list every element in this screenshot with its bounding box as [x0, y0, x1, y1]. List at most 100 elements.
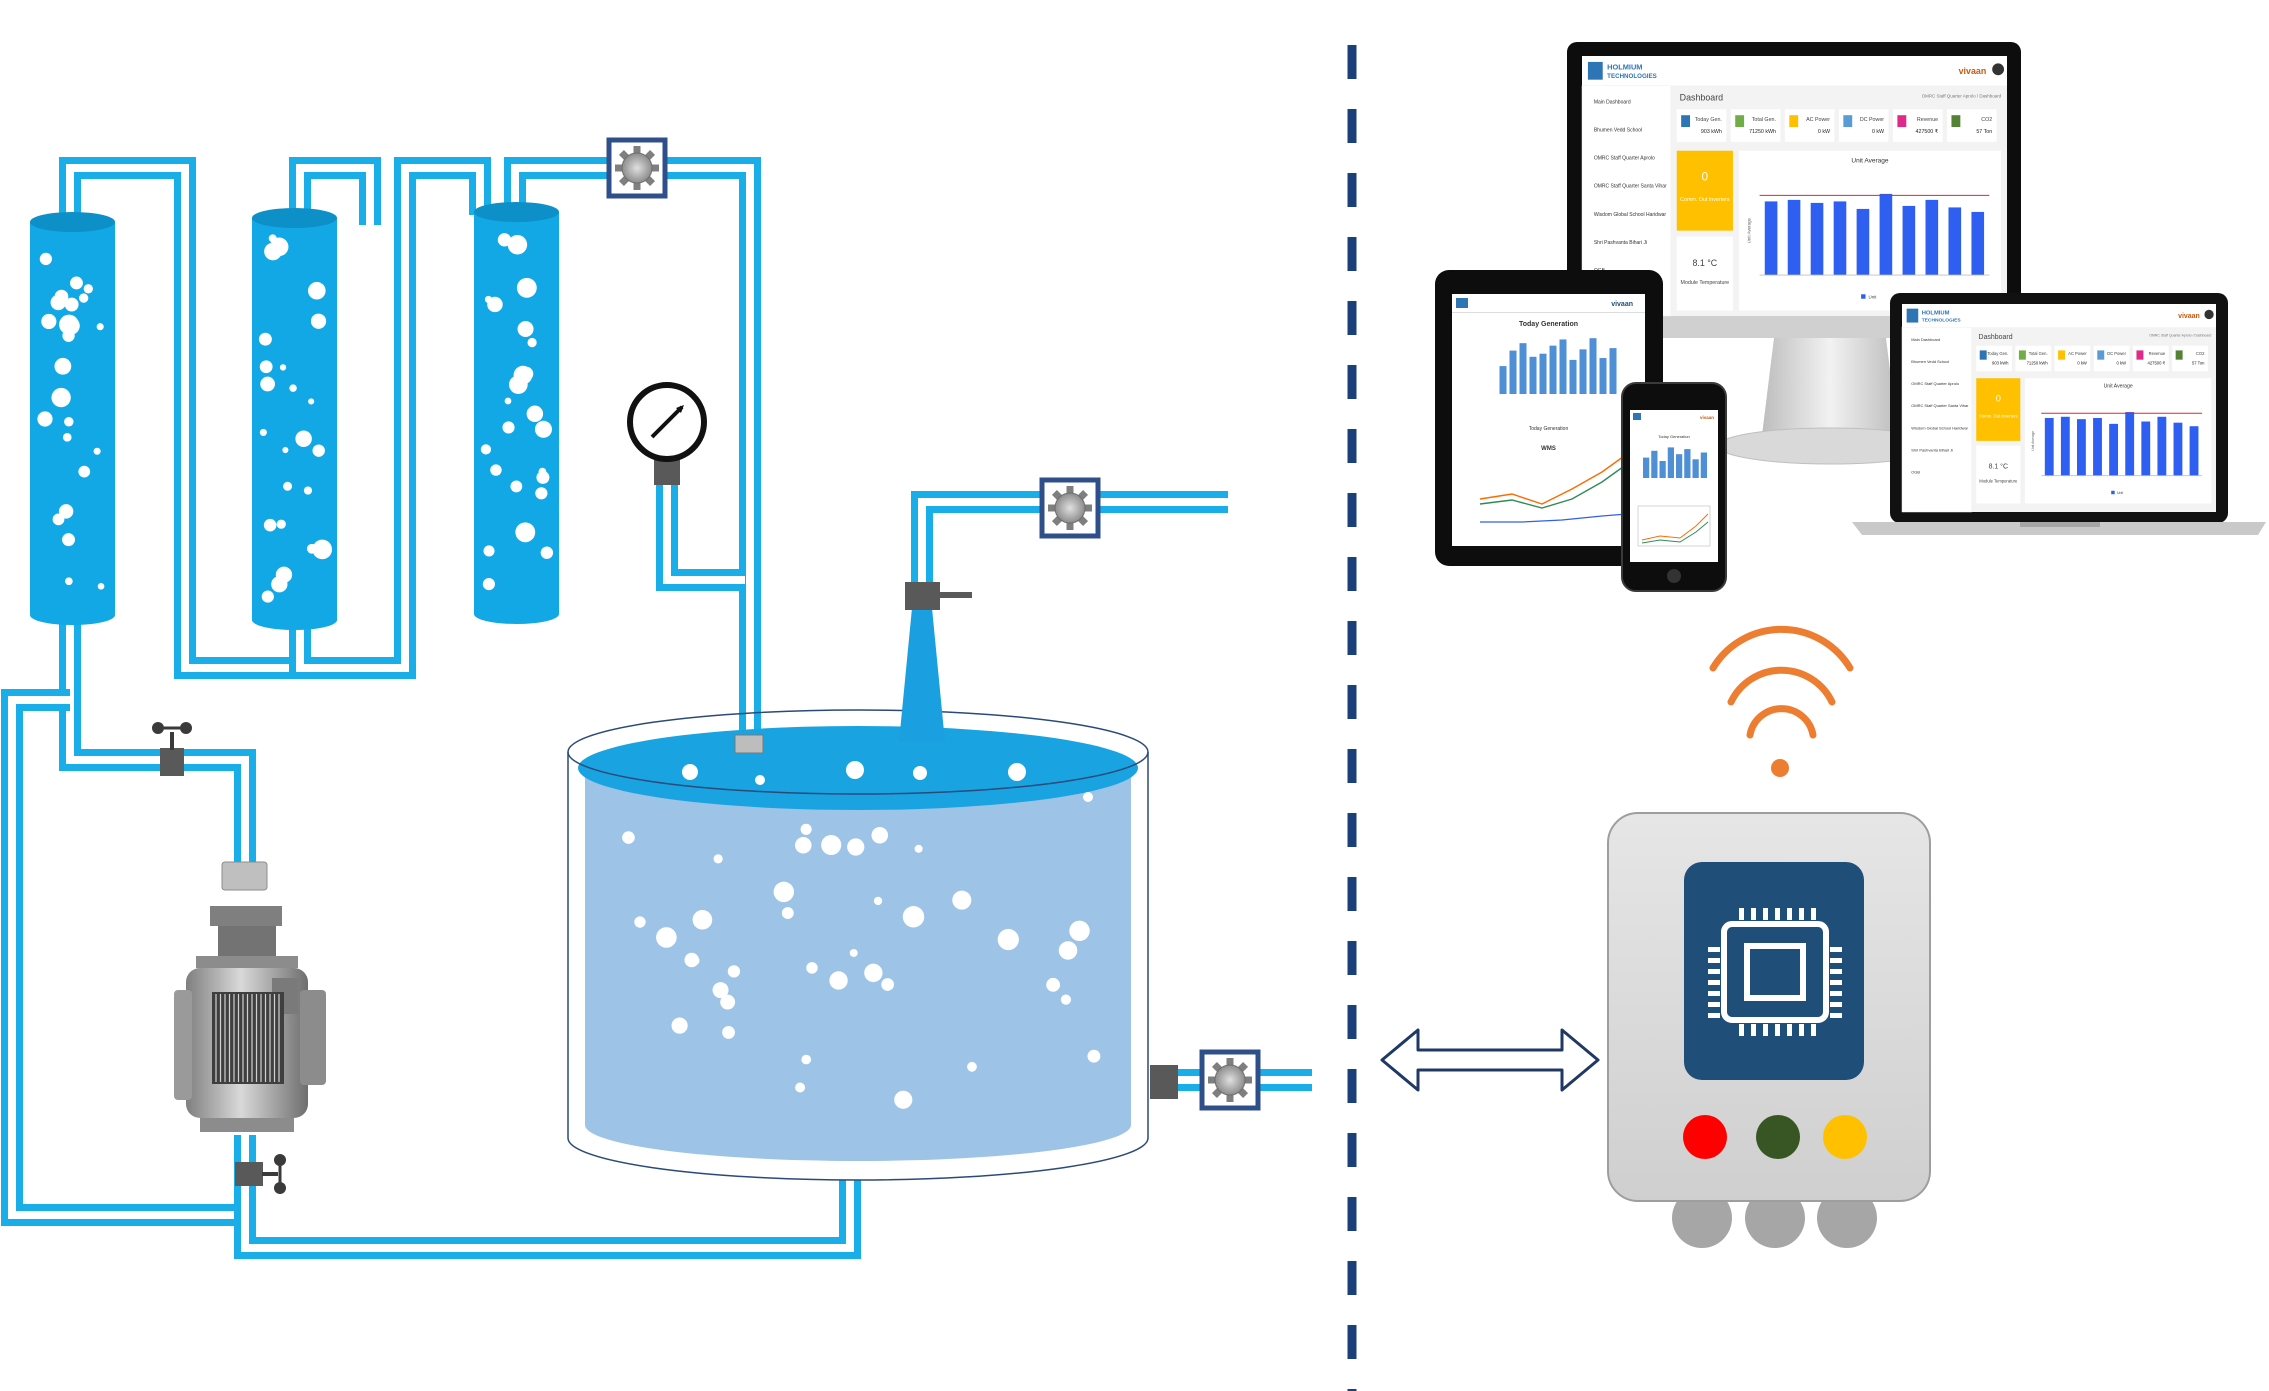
phone-bar — [1692, 459, 1699, 478]
temperature-label: Module Temperature — [1979, 479, 2018, 484]
led-yellow — [1823, 1115, 1867, 1159]
led-green — [1756, 1115, 1800, 1159]
legend-label: Unit — [1869, 295, 1878, 300]
kpi-tile — [1976, 378, 2021, 441]
valves — [606, 137, 1261, 1111]
monitor-chart-bar — [1856, 208, 1870, 276]
kpi-label: Comm. Out Inverters — [1680, 197, 1730, 203]
sidebar-item: OGB — [1911, 469, 1920, 474]
tablet-bar — [1559, 339, 1567, 394]
sidebar-item: Bhumen Vedd School — [1594, 127, 1642, 133]
holmium-logo-icon — [1633, 413, 1641, 420]
weather-title: WMS — [1541, 446, 1556, 452]
monitor-chart-bar — [1971, 211, 1985, 276]
stat-value: 0 kW — [2117, 360, 2127, 365]
stat-label: Today Gen. — [1987, 351, 2008, 356]
chart-title: Unit Average — [1851, 158, 1888, 165]
kpi-value: 0 — [1702, 169, 1709, 183]
stat-icon — [2018, 350, 2026, 360]
wifi-icon — [1709, 625, 1854, 777]
dashboard-screen: HOLMIUM TECHNOLOGIES vivaan Main DashboardB… — [1581, 56, 2007, 317]
stat-icon — [2058, 350, 2066, 360]
kpi-label: Comm. Out Inverters — [1979, 414, 2018, 419]
avatar[interactable] — [1992, 63, 2005, 76]
led-red — [1683, 1115, 1727, 1159]
sidebar-item: Wisdom Global School Haridwar — [1594, 212, 1667, 218]
stat-value: 71250 kWh — [1749, 129, 1776, 135]
temperature-value: 8.1 °C — [1989, 463, 2008, 471]
tablet-bar — [1509, 350, 1517, 394]
weather-line — [1479, 453, 1628, 505]
sidebar-item: Shri Pashvanta Bihari Ji — [1594, 240, 1647, 246]
brand-right: vivaan — [1700, 415, 1714, 420]
tablet-bar — [1589, 338, 1597, 394]
spray-nozzle — [899, 582, 972, 742]
double-arrow-icon — [1380, 1028, 1600, 1092]
sidebar-item: Wisdom Global School Haridwar — [1911, 425, 1968, 430]
temperature-value: 8.1 °C — [1692, 258, 1717, 268]
stat-label: AC Power — [1806, 117, 1830, 123]
stat-value: 427500 ₹ — [1916, 129, 1939, 135]
page-title: Dashboard — [1979, 334, 2013, 341]
stat-icon — [1951, 115, 1961, 128]
tablet-bar — [1529, 356, 1537, 394]
iot-controller-device — [1607, 812, 1931, 1248]
stat-icon — [1789, 115, 1799, 128]
stat-label: DC Power — [2107, 351, 2127, 356]
page-title: Dashboard — [1680, 92, 1723, 102]
laptop-chart-bar — [2093, 417, 2102, 476]
filter-column-2 — [252, 208, 337, 630]
hand-valve-icon — [235, 1154, 286, 1194]
laptop-chart-bar — [2189, 426, 2199, 476]
tablet-bar — [1599, 358, 1607, 394]
brand-name: HOLMIUM — [1922, 310, 1950, 316]
monitor-chart-bar — [1833, 201, 1847, 276]
kpi-value: 0 — [1996, 393, 2001, 403]
sidebar-item: Shri Pashvanta Bihari Ji — [1911, 447, 1953, 452]
phone-chart-title: Today Generation — [1658, 434, 1690, 439]
stat-label: Revenue — [2149, 351, 2166, 356]
weather-line — [1641, 521, 1709, 544]
sidebar-item: Main Dashboard — [1594, 99, 1631, 105]
chart-title: Unit Average — [2104, 384, 2133, 390]
tablet-legend: Today Generation — [1529, 426, 1569, 432]
avatar[interactable] — [2204, 309, 2214, 320]
weather-line — [1480, 513, 1628, 523]
stat-label: Total Gen. — [1752, 117, 1776, 123]
gear-valve-icon — [606, 137, 668, 199]
legend-label: Unit — [2117, 491, 2123, 495]
stat-icon — [1735, 115, 1745, 128]
sidebar-item: Main Dashboard — [1911, 337, 1940, 342]
brand-subtitle: TECHNOLOGIES — [1607, 73, 1657, 80]
brand-subtitle: TECHNOLOGIES — [1922, 317, 1962, 323]
breadcrumb: OMRC Staff Quarter Aprolo / Dashboard — [2149, 333, 2211, 337]
tablet-bar — [1539, 353, 1547, 394]
brand-right: vivaan — [1611, 301, 1633, 308]
gear-valve-icon — [1199, 1049, 1261, 1111]
hand-valve-icon — [152, 722, 192, 776]
sidebar-item: Bhumen Vedd School — [1911, 359, 1949, 364]
phone-bar — [1676, 454, 1683, 478]
filter-column-1 — [30, 212, 115, 625]
stat-value: 427500 ₹ — [2148, 360, 2166, 365]
stat-icon — [1979, 350, 1987, 360]
brand-name: HOLMIUM — [1607, 62, 1642, 71]
stat-value: 57 Ton — [2192, 360, 2205, 365]
stat-icon — [1843, 115, 1853, 128]
laptop-chart-bar — [2141, 421, 2151, 476]
laptop-chart-bar — [2125, 412, 2135, 476]
monitor-chart-bar — [1810, 202, 1824, 276]
weather-line — [1641, 513, 1709, 541]
stat-label: AC Power — [2068, 351, 2087, 356]
laptop-chart-bar — [2076, 419, 2086, 476]
stat-icon — [2175, 350, 2183, 360]
chip-icon — [1708, 908, 1842, 1036]
holmium-logo-icon — [1456, 298, 1468, 308]
phone-bar — [1684, 449, 1691, 478]
stat-value: 903 kWh — [1701, 129, 1722, 135]
legend-swatch — [1861, 294, 1866, 299]
water-tank — [567, 709, 1149, 1181]
